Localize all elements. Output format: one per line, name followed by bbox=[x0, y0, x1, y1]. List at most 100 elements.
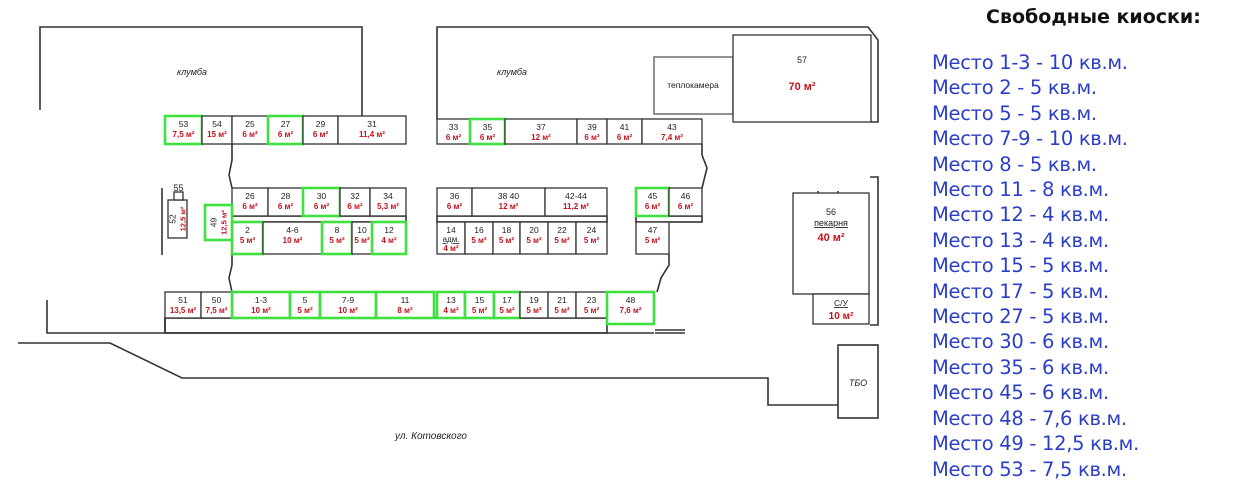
heat-chamber-label: теплокамера bbox=[667, 80, 719, 90]
kiosk-number: 36 bbox=[450, 191, 460, 201]
kiosk-20[interactable]: 205 м² bbox=[519, 221, 549, 255]
kiosk-area: 5 м² bbox=[354, 236, 370, 245]
kiosk-area: 6 м² bbox=[278, 202, 294, 211]
kiosk-10[interactable]: 105 м² bbox=[351, 221, 373, 255]
kiosk-area: 6 м² bbox=[242, 202, 258, 211]
kiosk-outline bbox=[641, 118, 703, 145]
kiosk-2[interactable]: 25 м² bbox=[230, 220, 265, 256]
kiosk-11[interactable]: 118 м² bbox=[374, 290, 436, 320]
kiosk-number: 50 bbox=[212, 295, 222, 305]
kiosk-number: 46 bbox=[681, 191, 691, 201]
kiosk-number: 54 bbox=[212, 119, 222, 129]
flowerbed-left-label: клумба bbox=[177, 67, 207, 77]
kiosk-27[interactable]: 276 м² bbox=[266, 114, 305, 146]
kiosk-21[interactable]: 215 м² bbox=[547, 291, 577, 319]
kiosk-outline bbox=[668, 187, 703, 217]
kiosk-number: 26 bbox=[245, 191, 255, 201]
kiosk-area: 4 м² bbox=[443, 244, 459, 253]
kiosk-32[interactable]: 326 м² bbox=[339, 187, 371, 217]
kiosk-48[interactable]: 487,6 м² bbox=[605, 290, 656, 326]
kiosk-outline bbox=[519, 221, 549, 255]
kiosk-outline bbox=[575, 221, 608, 255]
kiosk-number: 49 bbox=[209, 218, 219, 228]
kiosk-area: 6 м² bbox=[446, 133, 462, 142]
kiosk-22[interactable]: 225 м² bbox=[547, 221, 577, 255]
kiosk-area: 5 м² bbox=[297, 306, 313, 315]
kiosk-55[interactable]: 55 bbox=[173, 183, 184, 201]
kiosk-number: С/У bbox=[834, 298, 849, 308]
kiosk-28[interactable]: 286 м² bbox=[267, 187, 304, 217]
kiosk-53[interactable]: 537,5 м² bbox=[163, 114, 204, 146]
kiosk-number: 45 bbox=[648, 191, 658, 201]
kiosk-17[interactable]: 175 м² bbox=[492, 290, 522, 320]
kiosk-16[interactable]: 165 м² bbox=[464, 221, 494, 255]
kiosk-19[interactable]: 195 м² bbox=[519, 291, 549, 319]
kiosk-36[interactable]: 366 м² bbox=[436, 187, 473, 217]
kiosk-outline bbox=[576, 118, 608, 145]
kiosk-13[interactable]: 134 м² bbox=[435, 290, 467, 320]
kiosk-number: 15 bbox=[475, 295, 485, 305]
kiosk-47[interactable]: 475 м² bbox=[635, 221, 670, 255]
kiosk-34[interactable]: 345,3 м² bbox=[369, 187, 407, 217]
kiosk-outline bbox=[544, 187, 608, 217]
kiosk-8[interactable]: 85 м² bbox=[320, 220, 354, 256]
kiosk-43[interactable]: 437,4 м² bbox=[641, 118, 703, 145]
legend-item: Место 8 - 5 кв.м. bbox=[932, 152, 1097, 176]
kiosk-39[interactable]: 396 м² bbox=[576, 118, 608, 145]
kiosk-5[interactable]: 55 м² bbox=[288, 290, 322, 320]
kiosk-outline bbox=[201, 115, 233, 145]
kiosk-outline bbox=[635, 221, 670, 255]
kiosk-С-У[interactable]: С/У10 м² bbox=[812, 293, 870, 325]
kiosk-45[interactable]: 456 м² bbox=[634, 186, 671, 218]
kiosk-41[interactable]: 416 м² bbox=[606, 118, 643, 145]
kiosk-46[interactable]: 466 м² bbox=[668, 187, 703, 217]
kiosk-number: 24 bbox=[587, 225, 597, 235]
kiosk-25[interactable]: 256 м² bbox=[231, 115, 269, 145]
kiosk-number: 29 bbox=[316, 119, 326, 129]
kiosk-18[interactable]: 185 м² bbox=[492, 221, 521, 255]
kiosk-26[interactable]: 266 м² bbox=[231, 187, 269, 217]
kiosk-12[interactable]: 124 м² bbox=[370, 220, 408, 256]
kiosk-area: 12 м² bbox=[499, 202, 519, 211]
kiosk-4-6[interactable]: 4-610 м² bbox=[262, 221, 323, 255]
kiosk-number: 17 bbox=[502, 295, 512, 305]
kiosk-35[interactable]: 356 м² bbox=[468, 117, 507, 146]
kiosk-7-9[interactable]: 7-910 м² bbox=[318, 290, 378, 320]
kiosk-23[interactable]: 235 м² bbox=[575, 291, 608, 319]
kiosk-area: 6 м² bbox=[480, 133, 496, 142]
kiosk-30[interactable]: 306 м² bbox=[301, 186, 342, 218]
kiosk-outline bbox=[267, 187, 304, 217]
kiosk-24[interactable]: 245 м² bbox=[575, 221, 608, 255]
kiosk-outline bbox=[339, 187, 371, 217]
kiosk-area: 70 м² bbox=[788, 81, 815, 93]
kiosk-15[interactable]: 155 м² bbox=[463, 290, 496, 320]
kiosk-number: 38 40 bbox=[498, 191, 520, 201]
kiosk-29[interactable]: 296 м² bbox=[302, 115, 339, 145]
kiosk-area: 7,5 м² bbox=[173, 130, 195, 139]
kiosk-number: 35 bbox=[483, 122, 493, 132]
kiosk-1-3[interactable]: 1-310 м² bbox=[230, 290, 292, 320]
kiosk-number: 37 bbox=[536, 122, 546, 132]
kiosk-area: 15 м² bbox=[207, 130, 227, 139]
legend-item: Место 13 - 4 кв.м. bbox=[932, 228, 1109, 252]
kiosk-area: 5 м² bbox=[645, 236, 661, 245]
kiosk-outline bbox=[231, 115, 269, 145]
kiosk-50[interactable]: 507,5 м² bbox=[200, 291, 233, 319]
kiosk-number: 41 bbox=[620, 122, 630, 132]
kiosk-outline bbox=[464, 291, 495, 319]
kiosk-number: 10 bbox=[357, 225, 367, 235]
kiosk-area: 10 м² bbox=[283, 236, 303, 245]
kiosk-33[interactable]: 336 м² bbox=[436, 118, 471, 145]
legend-item: Место 17 - 5 кв.м. bbox=[932, 279, 1109, 303]
